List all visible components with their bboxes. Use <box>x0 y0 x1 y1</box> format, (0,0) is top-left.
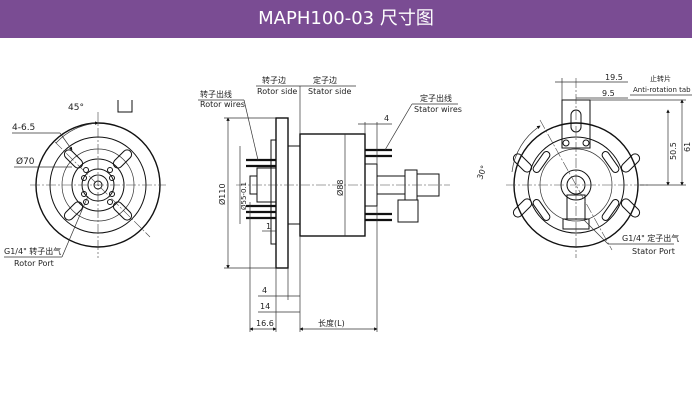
stator-port-en: Stator Port <box>632 247 675 256</box>
rear-wire-bundles <box>532 151 620 221</box>
rotor-wires-en: Rotor wires <box>200 100 245 109</box>
dim16-label: 16.6 <box>256 319 274 328</box>
slot-dim-label: 4-6.5 <box>12 123 35 133</box>
dim9-label: 9.5 <box>602 89 615 98</box>
rotor-port-cn: G1/4" 转子出气 <box>4 246 61 256</box>
stator-wires-leader <box>384 103 413 151</box>
front-top-tab <box>117 100 133 113</box>
side-stator-elbow-down <box>397 199 419 223</box>
page-title: MAPH100-03 尺寸图 <box>258 8 434 29</box>
dim4-bottom-label: 4 <box>262 286 267 295</box>
rotor-port-leader <box>61 195 89 258</box>
slot-dim-leader <box>59 132 73 151</box>
rotor-side-cn: 转子边 <box>262 75 286 85</box>
dia88-label: Ø88 <box>335 180 345 196</box>
dia110-label: Ø110 <box>217 183 227 205</box>
rotor-port-en: Rotor Port <box>14 259 54 268</box>
tab-en: Anti-rotation tab <box>633 86 691 94</box>
rear-view: 19.5 止转片 Anti-rotation tab 9.5 50.5 61 3… <box>475 73 692 258</box>
front-diag-line <box>54 141 151 238</box>
side-rotor-wires <box>246 158 276 220</box>
stator-wires-cn: 定子出线 <box>420 93 452 103</box>
front-angle-45: 45° <box>68 103 84 113</box>
stator-port-cn: G1/4" 定子出气 <box>622 233 679 243</box>
dim61-label: 61 <box>683 142 692 152</box>
front-view: 45° 4-6.5 Ø70 G1/4" 转子出气 Rotor Port <box>4 100 166 268</box>
dia55-label: Ø55-0.1 <box>240 182 248 210</box>
rotor-wires-leader <box>243 99 259 161</box>
rear-tab-screw-left <box>562 139 570 147</box>
dim1-label: 1 <box>266 222 271 231</box>
side-view: 转子边 Rotor side 定子边 Stator side 转子出线 Roto… <box>198 75 462 332</box>
dim50-label: 50.5 <box>669 142 678 160</box>
rear-angle-30: 30° <box>475 164 488 180</box>
side-flange-boss <box>270 139 277 245</box>
side-flange-plate <box>275 117 289 269</box>
rear-tab-screw-right <box>582 139 590 147</box>
dim4-top-label: 4 <box>384 114 389 123</box>
tab-cn: 止转片 <box>650 74 671 83</box>
stator-wires-en: Stator wires <box>414 105 462 114</box>
front-slots <box>63 149 133 221</box>
rotor-wires-cn: 转子出线 <box>200 89 232 99</box>
rotor-side-en: Rotor side <box>257 87 297 96</box>
rear-slots <box>512 153 641 218</box>
stator-side-en: Stator side <box>308 87 351 96</box>
dim19-label: 19.5 <box>605 73 623 82</box>
dim14-label: 14 <box>260 302 270 311</box>
stator-port-leader <box>583 219 609 245</box>
stator-side-cn: 定子边 <box>313 75 337 85</box>
rear-diag-line <box>539 119 613 251</box>
dimension-drawing: 45° 4-6.5 Ø70 G1/4" 转子出气 Rotor Port <box>4 73 692 332</box>
front-angle-arc <box>55 121 99 144</box>
title-banner <box>0 0 692 38</box>
rear-angle-arc <box>511 125 541 173</box>
length-label: 长度(L) <box>318 318 345 328</box>
dia70-label: Ø70 <box>16 156 35 167</box>
front-wire-holes <box>81 167 115 205</box>
side-stator-wires <box>365 148 392 222</box>
